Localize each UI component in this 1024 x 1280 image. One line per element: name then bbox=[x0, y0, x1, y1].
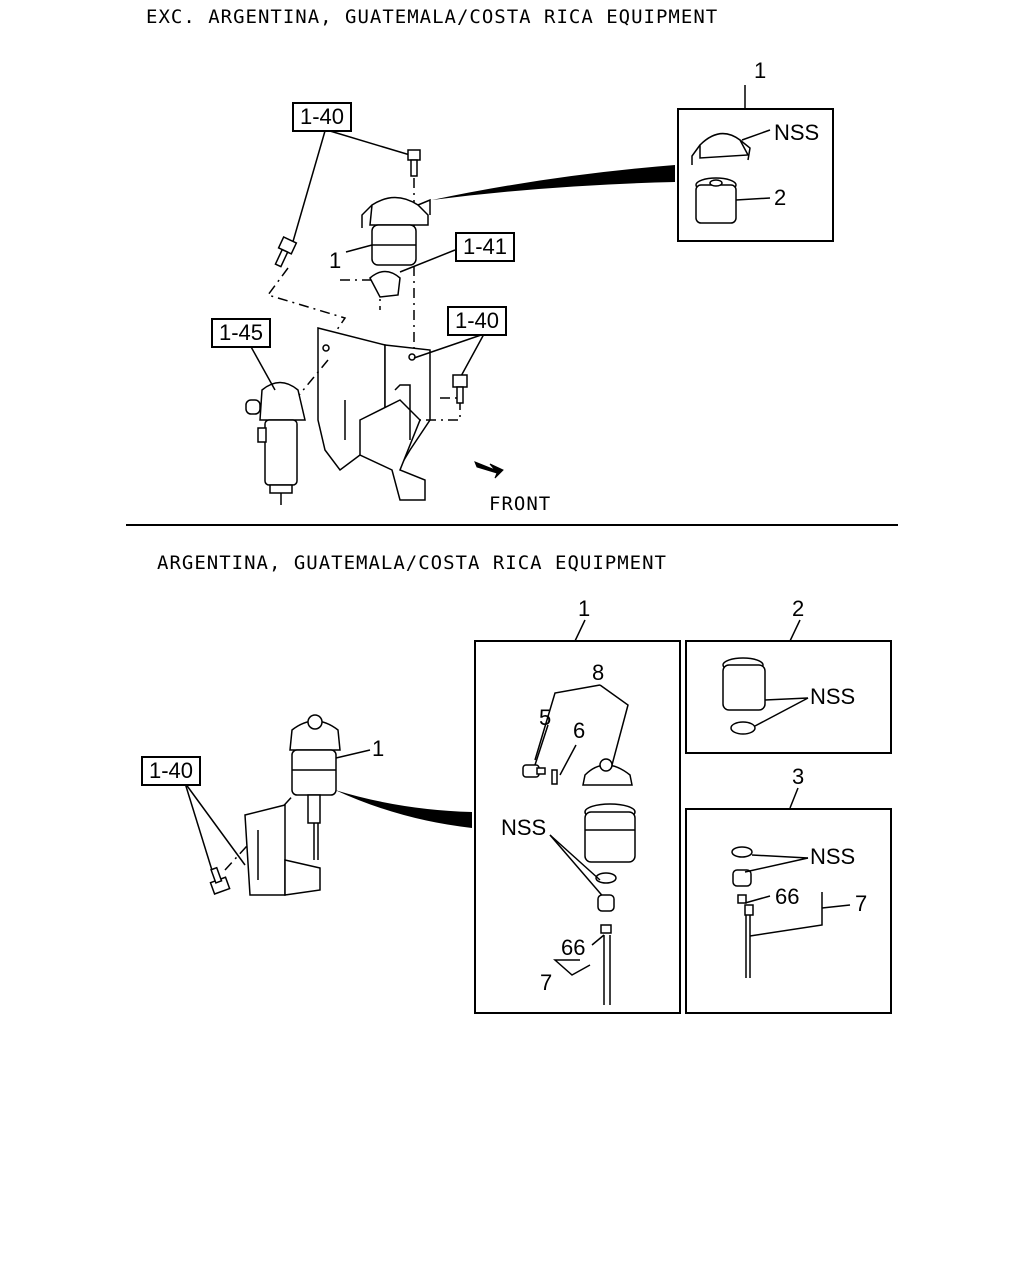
detail1-label-66: 66 bbox=[561, 935, 586, 960]
bolt-bottom bbox=[209, 866, 231, 895]
detail3-label-7: 7 bbox=[855, 891, 868, 916]
detail3-number: 3 bbox=[792, 764, 805, 789]
detail3-label-66: 66 bbox=[775, 884, 800, 909]
clip bbox=[369, 270, 401, 298]
pointer-arrow-bottom bbox=[335, 790, 472, 828]
detail1-label-5: 5 bbox=[539, 705, 552, 730]
filter-assembly-bottom bbox=[289, 714, 341, 860]
ref-box-1-40-top: 1-40 bbox=[292, 102, 353, 132]
detail1-label-nss: NSS bbox=[501, 815, 547, 840]
front-arrow bbox=[474, 461, 504, 479]
detail1-label-6: 6 bbox=[573, 718, 586, 743]
detail1-washer-6 bbox=[551, 769, 558, 785]
fuel-filter-top bbox=[361, 196, 431, 266]
detail1-oring bbox=[595, 872, 617, 884]
label-front: FRONT bbox=[489, 493, 552, 515]
detail3-oring bbox=[731, 846, 753, 858]
inset-frame-top bbox=[677, 108, 834, 242]
bolt-right bbox=[452, 374, 468, 404]
detail1-sensor bbox=[597, 894, 615, 1005]
detail1-head bbox=[582, 758, 633, 786]
sedimenter bbox=[245, 381, 306, 505]
label-filter-assembly: 1 bbox=[329, 248, 342, 273]
pointer-arrow bbox=[432, 165, 675, 200]
detail1-number: 1 bbox=[578, 596, 591, 621]
detail3-sensor bbox=[732, 869, 754, 978]
detail2-cartridge bbox=[722, 657, 766, 711]
ref-box-1-45: 1-45 bbox=[211, 318, 272, 348]
detail-frame-2 bbox=[685, 640, 892, 754]
heading-exc-argentina: EXC. ARGENTINA, GUATEMALA/COSTA RICA EQU… bbox=[146, 6, 719, 28]
detail2-oring bbox=[730, 721, 756, 735]
detail1-valve-5 bbox=[522, 764, 546, 778]
bracket-bottom bbox=[244, 804, 321, 896]
detail2-number: 2 bbox=[792, 596, 805, 621]
ref-box-1-40-bottom: 1-40 bbox=[141, 756, 202, 786]
bolt-top bbox=[407, 149, 421, 177]
detail3-label-nss: NSS bbox=[810, 844, 856, 869]
detail-frame-1 bbox=[474, 640, 681, 1014]
label-inset-cartridge: 2 bbox=[774, 185, 787, 210]
detail-frame-3 bbox=[685, 808, 892, 1014]
detail1-label-7: 7 bbox=[540, 970, 553, 995]
detail1-label-8: 8 bbox=[592, 660, 605, 685]
bolt-left bbox=[274, 236, 298, 268]
heading-argentina: ARGENTINA, GUATEMALA/COSTA RICA EQUIPMEN… bbox=[157, 552, 667, 574]
detail2-label-nss: NSS bbox=[810, 684, 856, 709]
bracket bbox=[317, 327, 431, 501]
label-main-part: 1 bbox=[372, 736, 385, 761]
detail1-cartridge bbox=[584, 803, 636, 863]
inset-cartridge bbox=[695, 177, 737, 224]
label-inset-nss: NSS bbox=[774, 120, 820, 145]
inset-cover bbox=[691, 132, 751, 165]
ref-box-1-40-right: 1-40 bbox=[447, 306, 508, 336]
ref-box-1-41: 1-41 bbox=[455, 232, 516, 262]
label-inset-number: 1 bbox=[754, 58, 767, 83]
